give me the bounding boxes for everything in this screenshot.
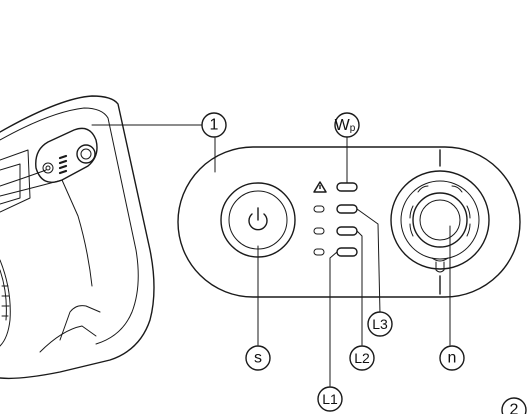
callout-wp: Wp <box>334 112 360 138</box>
l2-lamp <box>336 226 358 236</box>
svg-text:s: s <box>254 350 262 367</box>
wp-lamp <box>336 182 358 192</box>
svg-text:1: 1 <box>210 117 219 134</box>
svg-text:Wp: Wp <box>335 117 356 134</box>
rotary-dial[interactable] <box>390 149 490 295</box>
svg-text:L1: L1 <box>322 391 338 407</box>
leader-lines <box>214 135 451 387</box>
l1-lamp <box>336 247 358 257</box>
callout-1: 1 <box>201 112 227 138</box>
switch-module <box>35 127 98 183</box>
callout-n: n <box>439 345 465 371</box>
power-icon <box>248 207 268 231</box>
svg-text:2: 2 <box>510 402 519 414</box>
indicator-led-icon <box>313 205 325 256</box>
callout-l3: L3 <box>367 311 393 337</box>
callout-partial: 2 <box>501 397 527 414</box>
warning-triangle-icon <box>313 181 327 193</box>
callout-s: s <box>245 345 271 371</box>
svg-text:L3: L3 <box>372 316 388 332</box>
dial-notches <box>409 185 471 237</box>
svg-text:L2: L2 <box>354 350 370 366</box>
l3-lamp <box>336 204 358 214</box>
callout-l1: L1 <box>317 386 343 412</box>
control-panel <box>177 146 521 298</box>
callout-l2: L2 <box>349 345 375 371</box>
svg-text:n: n <box>448 350 457 367</box>
device-body <box>0 95 155 380</box>
